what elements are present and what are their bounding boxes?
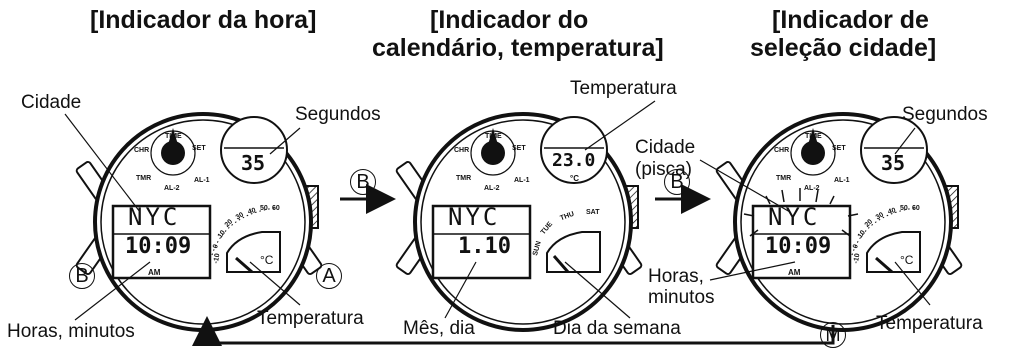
lcd-ampm: AM — [148, 268, 161, 277]
gauge-celsius: °C — [260, 253, 274, 267]
title-city-indicator-line2: seleção cidade] — [750, 34, 937, 62]
temp-scale-1: -10 0 10 20 30 40 50 60 — [211, 205, 280, 265]
lcd-city: NYC — [128, 203, 181, 231]
label-cidade: Cidade — [21, 92, 82, 113]
lcd-city-blinking: NYC — [768, 203, 821, 231]
temperature-display: 23.0 — [552, 150, 596, 171]
lcd-time: 10:09 — [765, 234, 832, 259]
lcd-city: NYC — [448, 203, 501, 231]
dial-time-label: TIME — [165, 133, 182, 140]
button-m-label: M — [820, 322, 846, 348]
label-temperatura-3: Temperatura — [876, 313, 983, 334]
label-dia-da-semana: Dia da semana — [553, 318, 681, 339]
label-temperatura-1: Temperatura — [257, 308, 364, 329]
dial-tmr-label: TMR — [776, 175, 792, 182]
label-segundos-3: Segundos — [902, 104, 988, 125]
dial-al1-label: AL-1 — [834, 177, 850, 184]
watch-calendar-mode — [395, 112, 643, 332]
dial-al1-label: AL-1 — [194, 177, 210, 184]
weekday-scale: SUN TUE THU SAT — [530, 205, 610, 265]
dial-al2-label: AL-2 — [484, 185, 500, 192]
weekday-tue: TUE — [539, 220, 555, 237]
dial-time-label: TIME — [805, 133, 822, 140]
button-b-label-2: B — [350, 169, 376, 195]
temperature-subdial — [540, 116, 608, 184]
label-horas-minutos: Horas, minutos — [7, 321, 135, 342]
watch-city-mode — [715, 112, 963, 332]
dial-chr-label: CHR — [454, 147, 470, 154]
label-temperatura-2: Temperatura — [570, 78, 677, 99]
temperature-unit: °C — [570, 174, 579, 183]
title-city-indicator-line1: [Indicador de — [772, 6, 929, 34]
dial-time-label: TIME — [485, 133, 502, 140]
seconds-display: 35 — [881, 151, 906, 175]
button-b-label-1: B — [69, 263, 95, 289]
dial-al2-label: AL-2 — [164, 185, 180, 192]
weekday-sun: SUN — [532, 240, 543, 257]
weekday-thu: THU — [559, 210, 576, 223]
lcd-ampm: AM — [788, 268, 801, 277]
title-calendar-indicator-line2: calendário, temperatura] — [372, 34, 664, 62]
watch-time-mode — [75, 112, 323, 332]
dial-chr-label: CHR — [774, 147, 790, 154]
dial-chr-label: CHR — [134, 147, 150, 154]
dial-set-label: SET — [512, 145, 526, 152]
dial-al2-label: AL-2 — [804, 185, 820, 192]
leader-lines — [64, 100, 931, 321]
dial-tmr-label: TMR — [456, 175, 472, 182]
label-horas: Horas, — [648, 266, 704, 287]
seconds-subdial — [220, 116, 288, 184]
dial-al1-label: AL-1 — [514, 177, 530, 184]
temp-scale-3: -10 0 10 20 30 40 50 60 — [851, 205, 920, 265]
lcd-time: 10:09 — [125, 234, 192, 259]
blink-rays — [743, 188, 859, 237]
label-mes-dia: Mês, dia — [403, 318, 475, 339]
dial-set-label: SET — [192, 145, 206, 152]
weekday-sat: SAT — [586, 209, 600, 216]
dial-set-label: SET — [832, 145, 846, 152]
label-minutos: minutos — [648, 287, 715, 308]
lcd-display — [111, 204, 212, 280]
gauge-celsius: °C — [900, 253, 914, 267]
lcd-date: 1.10 — [458, 234, 511, 259]
button-a-label: A — [316, 263, 342, 289]
title-calendar-indicator-line1: [Indicador do — [430, 6, 589, 34]
label-segundos-1: Segundos — [295, 104, 381, 125]
dial-tmr-label: TMR — [136, 175, 152, 182]
seconds-display: 35 — [241, 151, 266, 175]
button-b-label-3: B — [664, 169, 690, 195]
title-time-indicator: [Indicador da hora] — [90, 6, 317, 34]
label-cidade-pisca-1: Cidade — [635, 137, 696, 158]
